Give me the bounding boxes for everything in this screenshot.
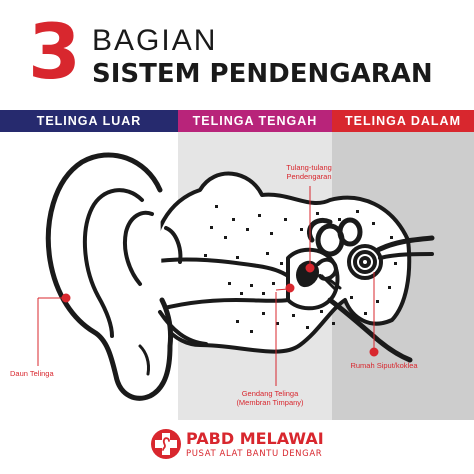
marker-auricle <box>61 293 71 303</box>
footer <box>0 420 474 474</box>
brand-name: PABD MELAWAI <box>186 429 324 448</box>
bone-texture-dots <box>204 205 397 333</box>
ossicle-stapes <box>320 274 342 292</box>
helix-inner <box>123 210 154 286</box>
marker-ossicles <box>305 263 315 273</box>
section-tab-inner-ear: TELINGA DALAM <box>332 110 474 132</box>
label-auricle: Daun Telinga <box>10 369 54 378</box>
canal-lower-rim <box>158 310 208 346</box>
label-eardrum-line-1: Gendang Telinga <box>241 389 299 398</box>
cochlea-spiral <box>347 244 383 280</box>
semicircular-canal-2 <box>337 217 363 247</box>
leader-eardrum-h <box>275 288 289 291</box>
label-eardrum: Gendang Telinga (Membran Timpany) <box>222 389 318 407</box>
title-line-1: BAGIAN <box>92 24 218 57</box>
title-line-2: SISTEM PENDENGARAN <box>92 59 433 89</box>
label-ossicles-line-2: Pendengaran <box>286 172 332 181</box>
temporal-bone <box>148 171 412 354</box>
label-ossicles-line-1: Tulang-tulang <box>286 163 332 172</box>
ear-lobe-curve <box>138 344 150 376</box>
canal-rim <box>164 226 183 264</box>
auricle-inner-fold <box>82 188 144 338</box>
auditory-nerve-branch <box>378 252 434 260</box>
label-cochlea: Rumah Siput/koklea <box>350 361 418 370</box>
auditory-nerve <box>375 235 435 253</box>
title-number: 3 <box>28 7 81 96</box>
semicircular-canal-3 <box>306 218 333 243</box>
brand-tagline: PUSAT ALAT BANTU DENGAR <box>186 449 323 459</box>
section-tab-middle-ear: TELINGA TENGAH <box>178 110 332 132</box>
marker-cochlea <box>369 347 379 357</box>
label-ossicles: Tulang-tulang Pendengaran <box>262 163 356 181</box>
eustachian-tube <box>327 297 413 363</box>
medical-cross-ear-icon <box>151 429 181 459</box>
marker-eardrum <box>285 283 295 293</box>
canal-texture-dots <box>228 282 275 295</box>
section-tab-outer-ear: TELINGA LUAR <box>0 110 178 132</box>
label-eardrum-line-2: (Membran Timpany) <box>236 398 304 407</box>
callout-markers <box>37 186 379 386</box>
